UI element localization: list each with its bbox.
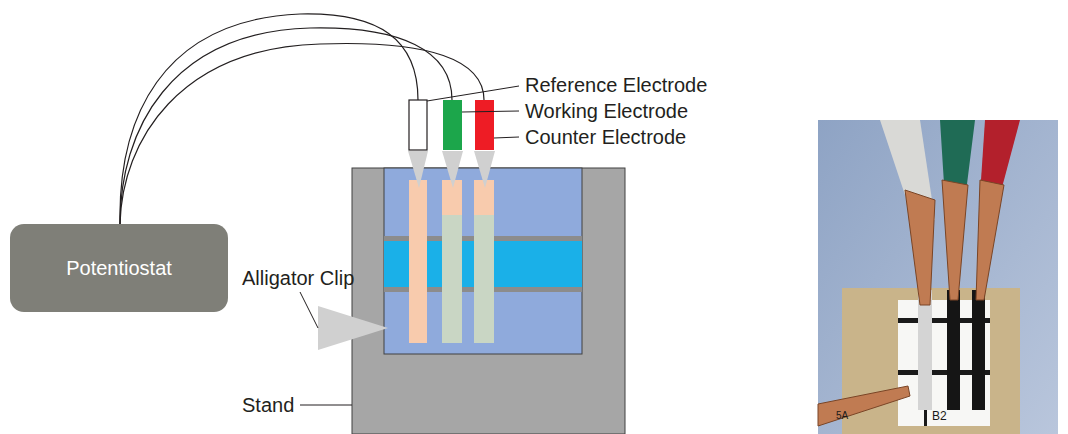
counter-plug [475, 100, 494, 150]
working-contact [442, 180, 462, 215]
part-label: Alligator Clip [242, 266, 354, 290]
box-label: Potentiostat [66, 257, 172, 280]
clip-tip [408, 151, 428, 188]
instrument-box: Potentiostat [10, 224, 228, 312]
reference-plug [409, 100, 427, 150]
working-plug [443, 100, 462, 150]
leader-line [427, 86, 519, 101]
part-label: Reference Electrode [525, 73, 707, 97]
leader-line [300, 405, 352, 406]
reference-strip [409, 180, 427, 343]
electrode-card [384, 168, 582, 354]
part-label: Stand [242, 393, 294, 417]
part-label: Counter Electrode [525, 125, 686, 149]
counter-strip [474, 180, 494, 343]
photo-clip [976, 180, 1004, 300]
working-strip [442, 180, 462, 343]
photo-clip [905, 190, 935, 305]
photo-stand [842, 288, 1020, 434]
stand [352, 168, 625, 434]
photo-strip [918, 290, 932, 410]
photo-strip [972, 290, 985, 410]
leader-line [462, 111, 519, 112]
photo-background [818, 120, 1058, 434]
photo-marking: B2 [932, 408, 947, 424]
alligator-clip [318, 306, 388, 350]
part-label: Working Electrode [525, 99, 688, 123]
photo-clip [942, 180, 968, 300]
counter-contact [474, 180, 494, 215]
leader-line [300, 292, 318, 328]
clip-tip [474, 151, 495, 188]
clip-tip [442, 151, 463, 188]
photo-strip [947, 290, 960, 410]
photo-marking: 5A [836, 409, 848, 423]
leader-line [494, 137, 519, 138]
photo-clip [818, 386, 910, 426]
